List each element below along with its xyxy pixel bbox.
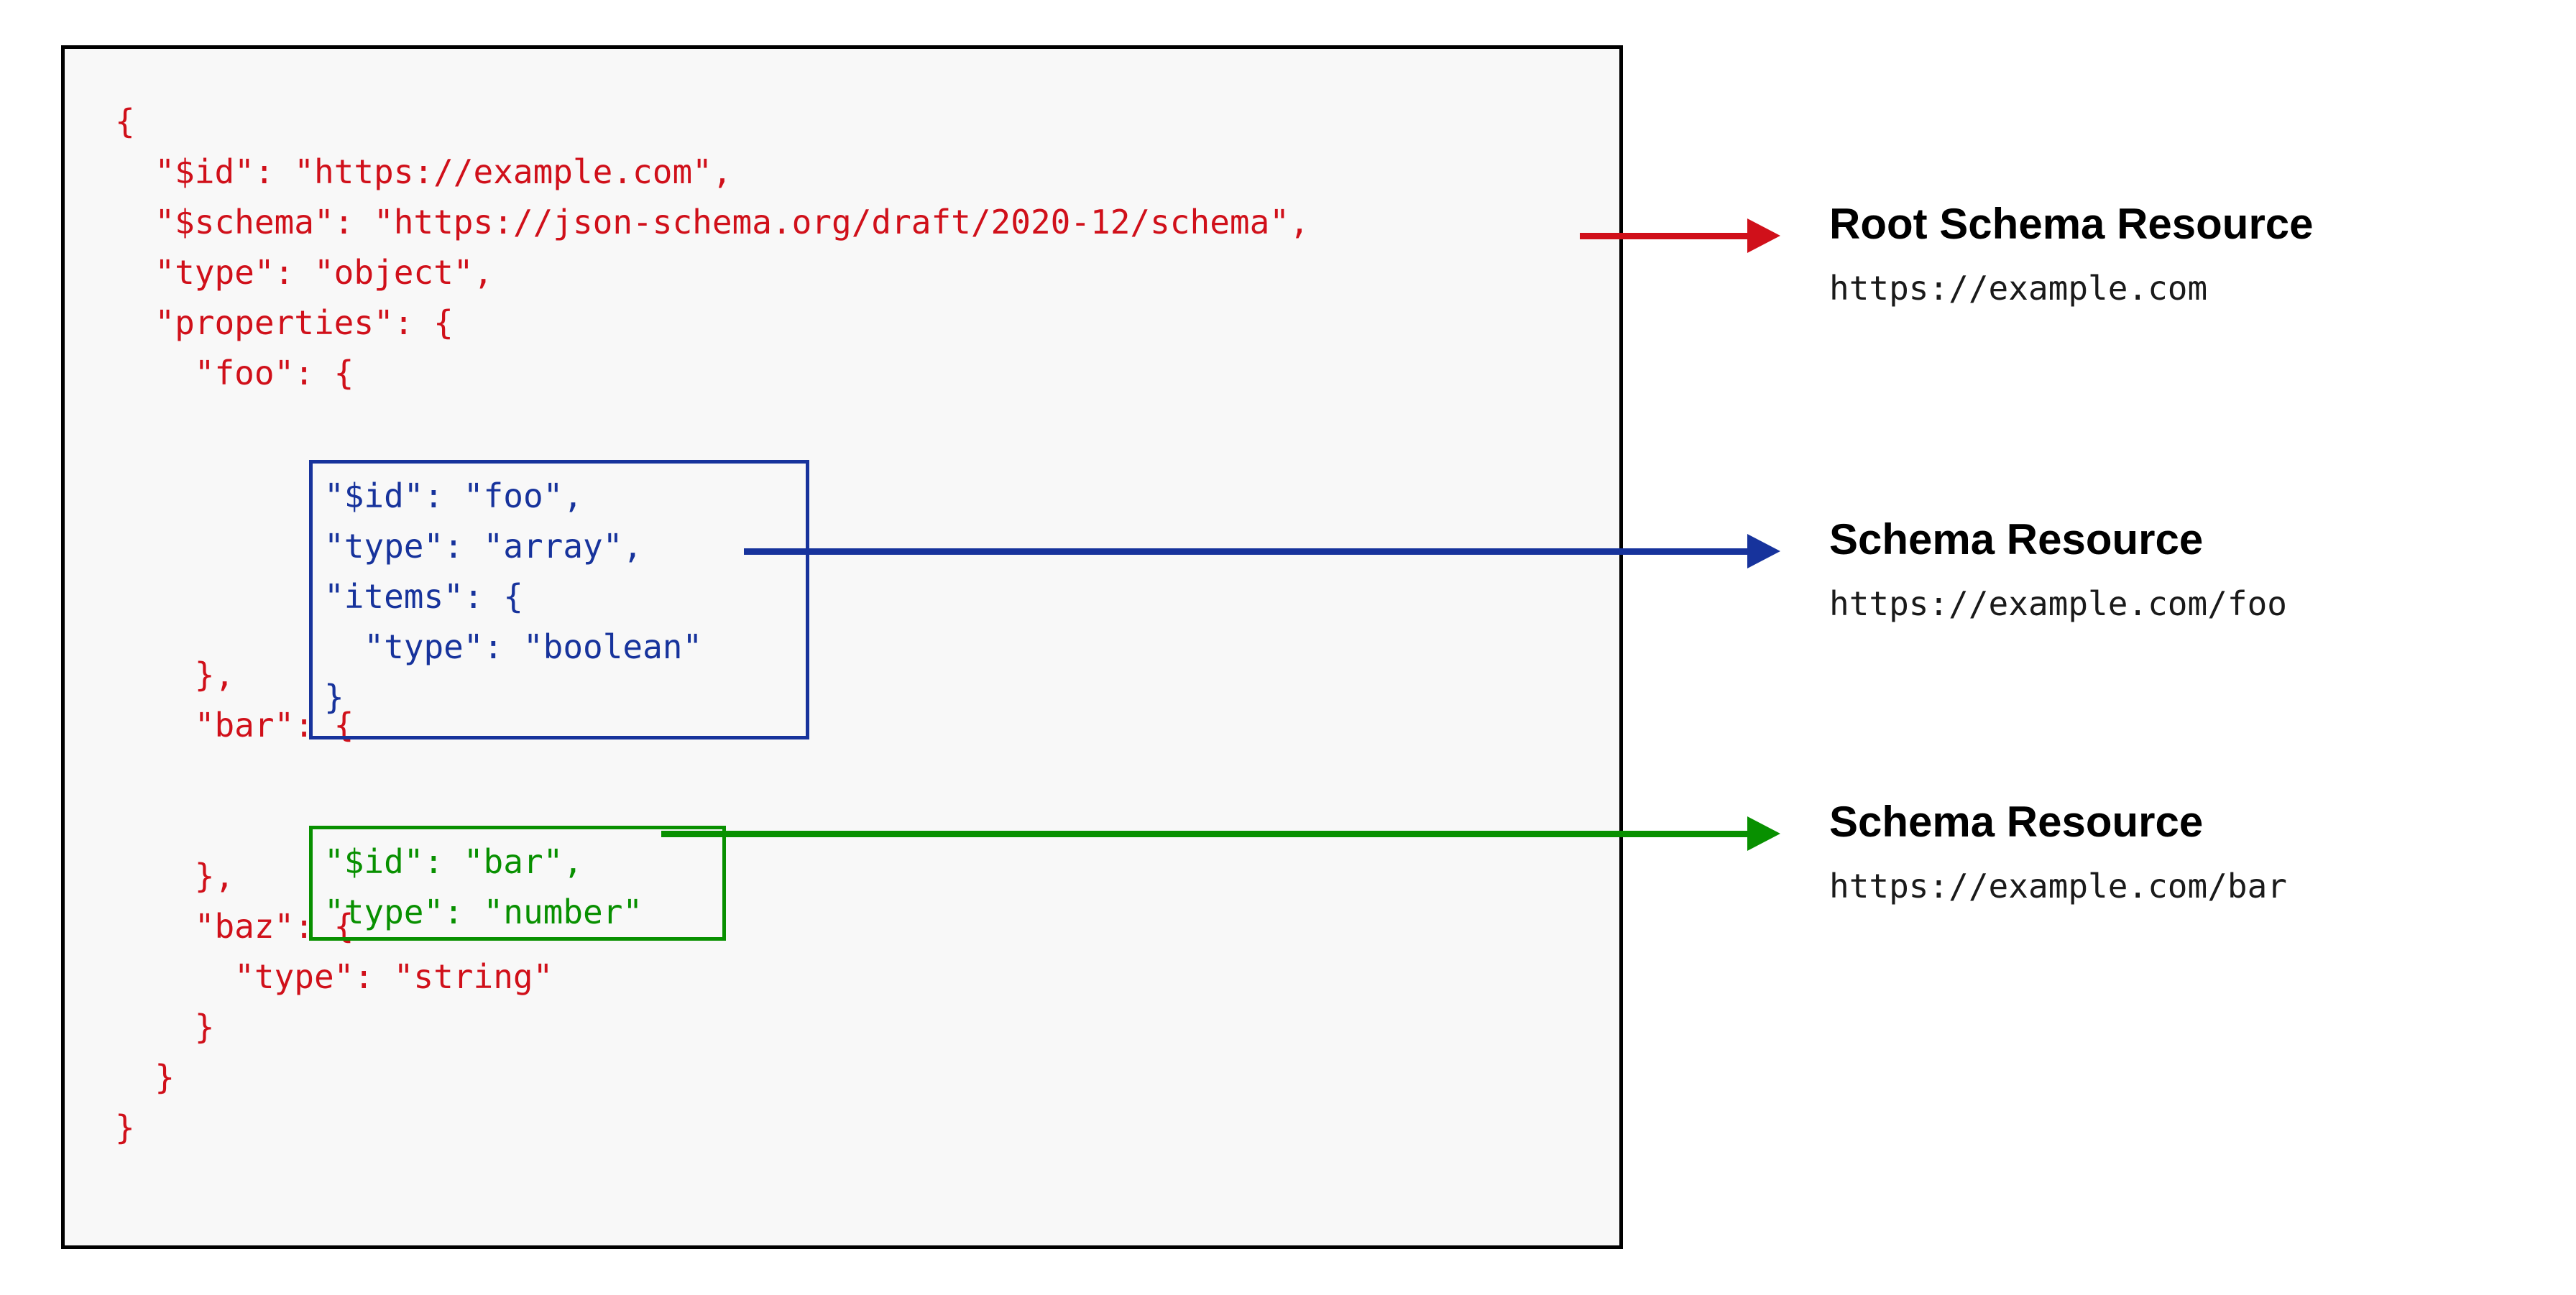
code-line: "type": "array", — [324, 527, 643, 566]
code-line: "items": { — [324, 577, 523, 616]
foo-schema-resource-box: "$id": "foo","type": "array","items": { … — [309, 460, 809, 739]
code-line: "baz": { — [115, 907, 354, 946]
annotation-title: Schema Resource — [1829, 798, 2204, 846]
code-line: "foo": { — [115, 354, 354, 392]
code-line: "type": "string" — [115, 957, 553, 996]
bar-schema-code: "$id": "bar", "type": "number" — [324, 837, 643, 937]
code-line: } — [115, 1108, 135, 1147]
arrow-shaft — [661, 831, 1749, 837]
code-line: "$id": "https://example.com", — [115, 152, 732, 191]
annotation-uri: https://example.com/bar — [1829, 867, 2287, 905]
arrow-shaft — [1580, 233, 1749, 239]
code-line: "$schema": "https://json-schema.org/draf… — [115, 203, 1310, 241]
code-line-spacer — [115, 750, 1310, 801]
code-line: "type": "number" — [324, 893, 643, 931]
code-line: } — [115, 1058, 175, 1097]
code-line: "$id": "bar", — [324, 842, 584, 881]
code-line-spacer — [115, 398, 1310, 448]
root-schema-code: { "$id": "https://example.com", "$schema… — [115, 96, 1310, 1153]
code-line: } — [324, 678, 344, 716]
annotation-uri: https://example.com/foo — [1829, 584, 2287, 623]
foo-schema-code: "$id": "foo","type": "array","items": { … — [324, 471, 702, 722]
code-line: "properties": { — [115, 303, 454, 342]
annotation-title: Root Schema Resource — [1829, 200, 2314, 248]
bar-schema-resource-box: "$id": "bar", "type": "number" — [309, 826, 726, 941]
arrow-head — [1747, 534, 1780, 568]
annotation-foo-schema-resource: Schema Resource https://example.com/foo — [1829, 515, 2287, 623]
code-line: }, — [115, 857, 235, 895]
arrow-head — [1747, 816, 1780, 851]
arrow-head — [1747, 218, 1780, 253]
code-line: } — [115, 1008, 215, 1046]
code-panel: { "$id": "https://example.com", "$schema… — [61, 45, 1623, 1249]
code-line: "$id": "foo", — [324, 476, 584, 515]
code-line: { — [115, 102, 135, 141]
annotation-bar-schema-resource: Schema Resource https://example.com/bar — [1829, 798, 2287, 905]
annotation-title: Schema Resource — [1829, 515, 2204, 563]
code-line: "type": "boolean" — [324, 627, 703, 666]
annotation-root-schema-resource: Root Schema Resource https://example.com — [1829, 200, 2314, 308]
code-line: }, — [115, 655, 235, 694]
annotation-uri: https://example.com — [1829, 269, 2208, 308]
code-line: "type": "object", — [115, 253, 494, 292]
arrow-shaft — [744, 548, 1749, 555]
